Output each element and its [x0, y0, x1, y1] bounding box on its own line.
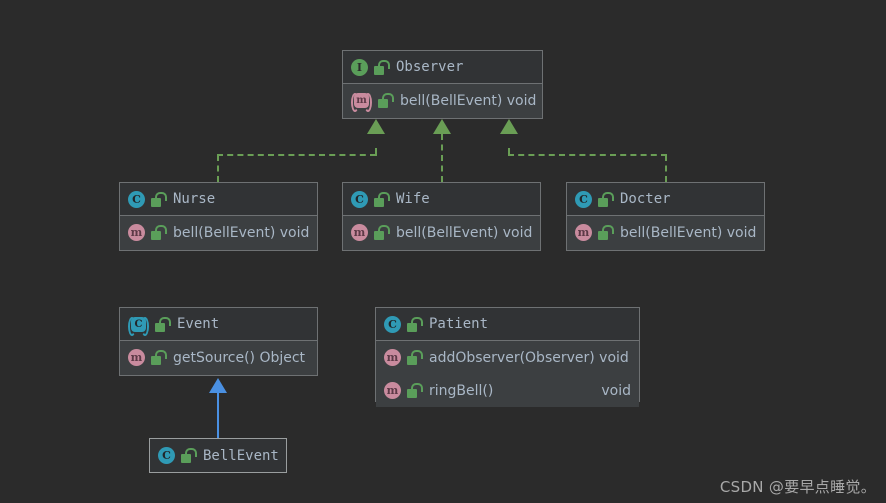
- public-lock-icon: [155, 316, 171, 332]
- public-lock-icon: [151, 191, 167, 207]
- class-icon: C: [351, 190, 368, 208]
- uml-node-docter-body: m bell(BellEvent) void: [567, 216, 764, 249]
- edge-docter-observer-riser: [508, 148, 510, 156]
- uml-member-label: bell(BellEvent) void: [173, 224, 310, 241]
- edge-wife-observer-vertical: [441, 134, 443, 182]
- edge-nurse-observer-horizontal: [217, 154, 376, 156]
- edge-bellevent-event-vertical: [217, 392, 219, 438]
- uml-node-nurse-header[interactable]: C Nurse: [120, 183, 317, 216]
- public-lock-icon: [407, 350, 423, 365]
- method-icon: m: [128, 224, 145, 241]
- uml-node-event-header[interactable]: C Event: [120, 308, 317, 341]
- uml-node-nurse[interactable]: C Nurse m bell(BellEvent) void: [119, 182, 318, 251]
- uml-member-row[interactable]: m ringBell() void: [376, 374, 639, 407]
- class-icon: C: [128, 190, 145, 208]
- method-icon: m: [128, 349, 145, 366]
- public-lock-icon: [181, 448, 197, 463]
- public-lock-icon: [374, 191, 390, 207]
- method-icon: m: [384, 382, 401, 399]
- uml-node-docter[interactable]: C Docter m bell(BellEvent) void: [566, 182, 765, 251]
- uml-member-row[interactable]: m addObserver(Observer) void: [376, 341, 639, 374]
- uml-node-wife[interactable]: C Wife m bell(BellEvent) void: [342, 182, 541, 251]
- uml-member-row[interactable]: m bell(BellEvent) void: [343, 84, 542, 117]
- uml-node-docter-name: Docter: [620, 191, 671, 207]
- public-lock-icon: [598, 225, 614, 240]
- method-icon: m: [575, 224, 592, 241]
- uml-node-event[interactable]: C Event m getSource() Object: [119, 307, 318, 376]
- arrow-wife-observer: [433, 119, 451, 134]
- uml-node-event-body: m getSource() Object: [120, 341, 317, 374]
- public-lock-icon: [378, 93, 394, 108]
- public-lock-icon: [151, 225, 167, 240]
- uml-node-wife-name: Wife: [396, 191, 430, 207]
- uml-node-observer[interactable]: I Observer m bell(BellEvent) voi: [342, 50, 543, 119]
- class-icon: C: [158, 447, 175, 464]
- uml-member-row[interactable]: m bell(BellEvent) void: [120, 216, 317, 249]
- uml-node-event-name: Event: [177, 316, 220, 332]
- uml-node-observer-name: Observer: [396, 59, 464, 75]
- watermark-text: CSDN @要早点睡觉。: [719, 478, 876, 496]
- uml-member-label: bell(BellEvent) void: [396, 224, 533, 241]
- public-lock-icon: [374, 59, 390, 75]
- uml-member-row[interactable]: m getSource() Object: [120, 341, 317, 374]
- method-abstract-icon: m: [351, 92, 372, 112]
- uml-node-nurse-name: Nurse: [173, 191, 216, 207]
- abstract-class-icon: C: [128, 316, 149, 336]
- uml-node-observer-body: m bell(BellEvent) void: [343, 84, 542, 117]
- uml-node-patient-name: Patient: [429, 316, 489, 332]
- public-lock-icon: [151, 350, 167, 365]
- arrow-nurse-observer: [367, 119, 385, 134]
- uml-node-patient[interactable]: C Patient m addObserver(Observer) void m: [375, 307, 640, 407]
- uml-member-return-type: void: [601, 382, 631, 399]
- uml-node-wife-body: m bell(BellEvent) void: [343, 216, 540, 249]
- uml-node-docter-header[interactable]: C Docter: [567, 183, 764, 216]
- uml-member-label: addObserver(Observer) void: [429, 349, 629, 366]
- public-lock-icon: [407, 383, 423, 398]
- edge-docter-observer-vertical: [665, 155, 667, 182]
- edge-docter-observer-horizontal: [508, 154, 667, 156]
- arrow-docter-observer: [500, 119, 518, 134]
- class-icon: C: [384, 315, 401, 333]
- interface-icon: I: [351, 58, 368, 76]
- uml-member-label: bell(BellEvent) void: [620, 224, 757, 241]
- uml-member-row[interactable]: m bell(BellEvent) void: [567, 216, 764, 249]
- uml-node-observer-header[interactable]: I Observer: [343, 51, 542, 84]
- uml-node-bellevent-name: BellEvent: [203, 447, 279, 464]
- uml-node-nurse-body: m bell(BellEvent) void: [120, 216, 317, 249]
- public-lock-icon: [374, 225, 390, 240]
- uml-node-bellevent[interactable]: C BellEvent: [149, 438, 287, 473]
- arrow-bellevent-event: [209, 378, 227, 393]
- public-lock-icon: [407, 316, 423, 332]
- uml-node-bellevent-header[interactable]: C BellEvent: [150, 439, 286, 472]
- uml-member-label: getSource() Object: [173, 349, 306, 366]
- uml-node-patient-body: m addObserver(Observer) void m ringBell(…: [376, 341, 639, 407]
- uml-member-label: bell(BellEvent) void: [400, 92, 537, 109]
- uml-node-wife-header[interactable]: C Wife: [343, 183, 540, 216]
- method-icon: m: [351, 224, 368, 241]
- uml-member-row[interactable]: m bell(BellEvent) void: [343, 216, 540, 249]
- edge-nurse-observer-riser: [375, 148, 377, 156]
- uml-node-patient-header[interactable]: C Patient: [376, 308, 639, 341]
- public-lock-icon: [598, 191, 614, 207]
- edge-nurse-observer-vertical: [217, 155, 219, 182]
- uml-member-label: ringBell(): [429, 382, 494, 399]
- class-icon: C: [575, 190, 592, 208]
- method-icon: m: [384, 349, 401, 366]
